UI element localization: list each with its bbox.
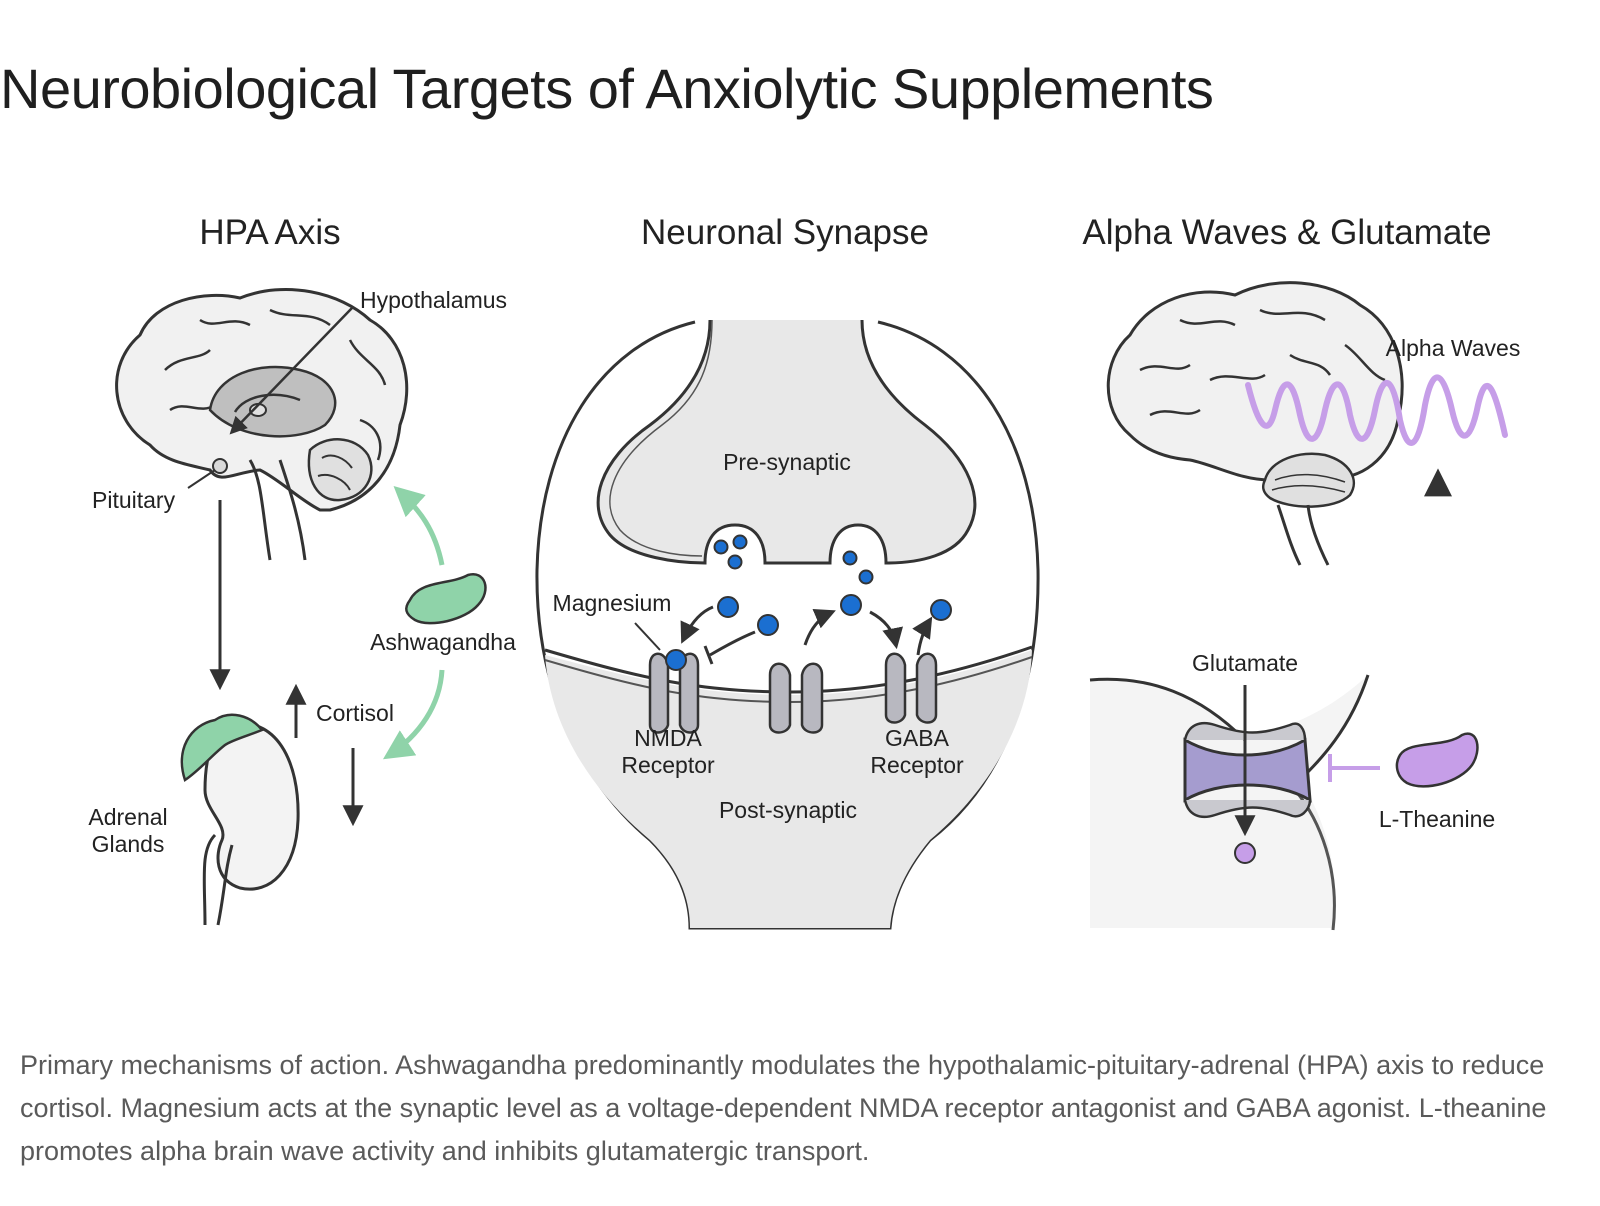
alpha-panel: Alpha Waves Glutamate L-Theanine — [1089, 281, 1521, 931]
hpa-panel-title: HPA Axis — [199, 213, 340, 252]
page-title: Neurobiological Targets of Anxiolytic Su… — [0, 57, 1214, 120]
magnesium-label: Magnesium — [553, 590, 672, 616]
alpha-wave-line — [1245, 374, 1508, 446]
adrenal-label-line1: Adrenal — [88, 804, 167, 830]
hypothalamus-pointer-arrow — [229, 307, 353, 435]
pre-synaptic-label: Pre-synaptic — [723, 449, 851, 475]
theanine-icon — [1395, 732, 1479, 788]
ashwagandha-to-brain-arrow — [393, 485, 445, 566]
brain-lateral-icon — [1106, 281, 1404, 566]
pituitary-leader-line — [187, 469, 216, 489]
adrenal-label-line2: Glands — [92, 831, 165, 857]
nmda-label-line2: Receptor — [621, 752, 715, 778]
gaba-label-line1: GABA — [885, 725, 950, 751]
pituitary-label: Pituitary — [92, 487, 176, 513]
synapse-panel-title: Neuronal Synapse — [641, 213, 929, 252]
ashwagandha-label: Ashwagandha — [370, 629, 516, 655]
brain-sagittal-icon — [115, 287, 409, 561]
magnesium-leader-line — [634, 622, 661, 651]
gaba-label-line2: Receptor — [870, 752, 964, 778]
cortisol-label: Cortisol — [316, 700, 394, 726]
center-channel-icon — [768, 662, 824, 734]
neurotransmitter-ions — [713, 534, 952, 636]
post-synaptic-label: Post-synaptic — [719, 797, 857, 823]
hypothalamus-label: Hypothalamus — [360, 287, 507, 313]
nmda-receptor-icon — [648, 649, 700, 734]
kidney-adrenal-icon — [180, 713, 300, 926]
hpa-panel: Hypothalamus Pituitary Adrenal Glands Co… — [88, 287, 516, 926]
glutamate-molecule-icon — [1234, 842, 1256, 864]
gaba-receptor-icon — [884, 652, 938, 724]
ashwagandha-to-cortisol-arrow — [382, 669, 445, 760]
alpha-waves-label: Alpha Waves — [1386, 335, 1521, 361]
pre-synaptic-terminal — [596, 319, 977, 565]
ashwagandha-icon — [405, 572, 487, 625]
glutamate-transporter-icon — [1183, 721, 1312, 819]
synapse-panel: Pre-synaptic Magnesium — [535, 319, 1040, 930]
figure-caption: Primary mechanisms of action. Ashwagandh… — [20, 1050, 1547, 1166]
glutamate-label: Glutamate — [1192, 650, 1298, 676]
theanine-label: L-Theanine — [1379, 806, 1495, 832]
nmda-label-line1: NMDA — [634, 725, 702, 751]
mechanism-diagram: HPA Axis Neuronal Synapse Alpha Waves & … — [88, 213, 1521, 931]
alpha-panel-title: Alpha Waves & Glutamate — [1082, 213, 1491, 252]
